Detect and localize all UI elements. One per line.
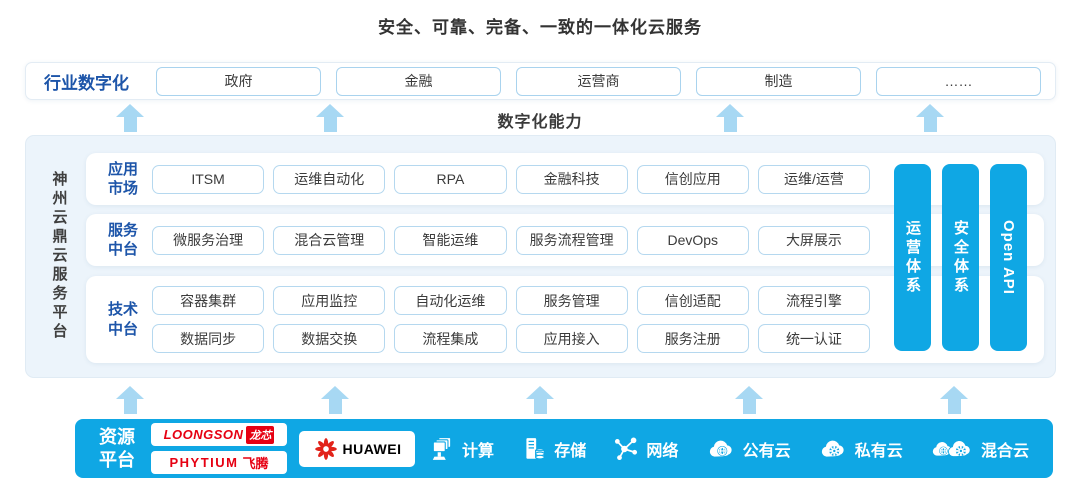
tech-item-data-exchange[interactable]: 数据交换 (273, 324, 386, 353)
resource-private-cloud[interactable]: 私有云 (818, 436, 903, 462)
up-arrow-icon (116, 104, 144, 132)
tech-item-app-access[interactable]: 应用接入 (515, 324, 628, 353)
up-arrow-icon (116, 386, 144, 414)
svc-item-dashboard-display[interactable]: 大屏展示 (757, 225, 871, 255)
resource-public-cloud[interactable]: 公有云 (706, 436, 791, 462)
app-item-ops-operation[interactable]: 运维/运营 (757, 164, 871, 194)
tech-item-xinchuang-adaptation[interactable]: 信创适配 (636, 286, 749, 315)
tech-item-unified-auth[interactable]: 统一认证 (757, 324, 871, 353)
public-cloud-icon (709, 440, 732, 457)
app-item-rpa[interactable]: RPA (394, 164, 507, 194)
up-arrow-icon (735, 386, 763, 414)
industry-item-manufacturing[interactable]: 制造 (696, 66, 861, 96)
phytium-logo: PHYTIUM 飞腾 (151, 451, 287, 474)
resource-platform-band: 资源 平台 LOONGSON 龙芯 PHYTIUM 飞腾 (75, 419, 1053, 478)
network-icon (615, 437, 638, 460)
cpu-vendor-logos: LOONGSON 龙芯 PHYTIUM 飞腾 (151, 423, 287, 474)
cloud-platform-box: 神州云鼎云服务平台 应用 市场 ITSM 运维自动化 RPA 金融科技 信创应用… (25, 135, 1056, 378)
tech-platform-label: 技术 中台 (107, 301, 138, 338)
industry-row-label: 行业数字化 (44, 73, 129, 93)
industry-item-operator[interactable]: 运营商 (516, 66, 681, 96)
industry-item-finance[interactable]: 金融 (336, 66, 501, 96)
platform-name: 神州云鼎云服务平台 (50, 171, 68, 342)
operation-system-bar[interactable]: 运营体系 (894, 164, 931, 351)
tech-item-service-mgmt[interactable]: 服务管理 (515, 286, 628, 315)
up-arrow-icon (316, 104, 344, 132)
resource-platform-label: 资源 平台 (99, 427, 135, 470)
storage-icon (526, 437, 546, 460)
industry-item-government[interactable]: 政府 (156, 66, 321, 96)
industry-digitalization-row: 行业数字化 政府 金融 运营商 制造 …… (25, 62, 1056, 100)
tech-item-process-integration[interactable]: 流程集成 (394, 324, 507, 353)
svc-item-devops[interactable]: DevOps (636, 225, 749, 255)
private-cloud-icon (821, 440, 844, 457)
compute-icon (432, 436, 452, 460)
industry-boxes: 政府 金融 运营商 制造 …… (156, 66, 1041, 96)
tech-item-service-registry[interactable]: 服务注册 (636, 324, 749, 353)
up-arrow-icon (940, 386, 968, 414)
up-arrow-icon (321, 386, 349, 414)
svc-item-microservice-governance[interactable]: 微服务治理 (152, 225, 265, 255)
resource-network[interactable]: 网络 (613, 436, 678, 462)
loongson-logo: LOONGSON 龙芯 (151, 423, 287, 446)
tech-platform-row: 技术 中台 容器集群 应用监控 自动化运维 服务管理 信创适配 流程引擎 数据同… (86, 276, 1044, 363)
huawei-logo: HUAWEI (299, 430, 415, 467)
app-item-ops-automation[interactable]: 运维自动化 (273, 164, 386, 194)
app-market-row: 应用 市场 ITSM 运维自动化 RPA 金融科技 信创应用 运维/运营 (86, 153, 1044, 205)
up-arrow-icon (716, 104, 744, 132)
resource-storage[interactable]: 存储 (521, 436, 586, 462)
service-platform-row: 服务 中台 微服务治理 混合云管理 智能运维 服务流程管理 DevOps 大屏展… (86, 214, 1044, 266)
resource-hybrid-cloud[interactable]: 混合云 (930, 436, 1029, 462)
tech-item-process-engine[interactable]: 流程引擎 (757, 286, 871, 315)
tech-item-app-monitoring[interactable]: 应用监控 (273, 286, 386, 315)
page-title: 安全、可靠、完备、一致的一体化云服务 (378, 18, 702, 37)
up-arrow-icon (526, 386, 554, 414)
up-arrow-icon (916, 104, 944, 132)
tech-item-automated-ops[interactable]: 自动化运维 (394, 286, 507, 315)
resource-compute[interactable]: 计算 (429, 436, 494, 462)
open-api-bar[interactable]: Open API (990, 164, 1027, 351)
svc-item-service-process-mgmt[interactable]: 服务流程管理 (515, 225, 628, 255)
tech-item-container-cluster[interactable]: 容器集群 (152, 286, 265, 315)
digital-capability-label: 数字化能力 (497, 114, 583, 131)
app-item-fintech[interactable]: 金融科技 (515, 164, 628, 194)
service-platform-label: 服务 中台 (107, 221, 138, 259)
security-system-bar[interactable]: 安全体系 (942, 164, 979, 351)
app-item-xinchuang-app[interactable]: 信创应用 (636, 164, 749, 194)
svc-item-intelligent-ops[interactable]: 智能运维 (394, 225, 507, 255)
app-market-label: 应用 市场 (107, 160, 138, 198)
svc-item-hybrid-cloud-mgmt[interactable]: 混合云管理 (273, 225, 386, 255)
industry-item-more[interactable]: …… (876, 66, 1041, 96)
hybrid-cloud-icon (932, 439, 971, 457)
app-item-itsm[interactable]: ITSM (152, 164, 265, 194)
resource-items: 计算 存储 (429, 436, 1035, 462)
tech-item-data-sync[interactable]: 数据同步 (152, 324, 265, 353)
huawei-flower-icon (314, 437, 337, 460)
